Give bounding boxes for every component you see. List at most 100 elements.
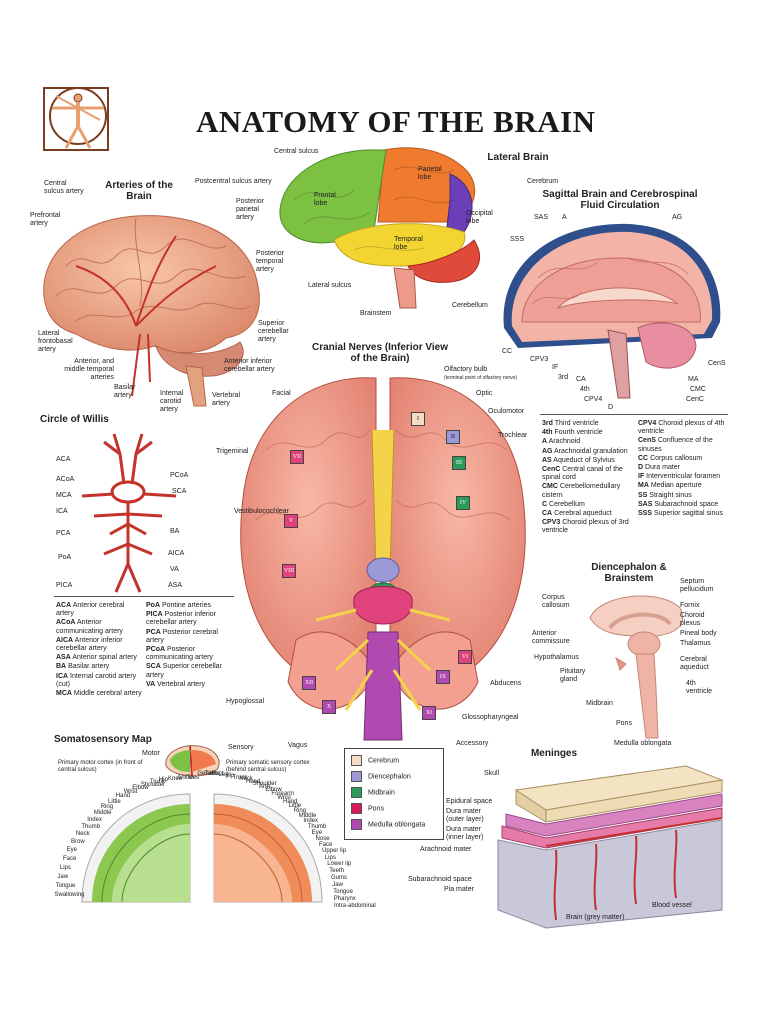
numeral-vi: VI (458, 650, 472, 664)
key-swatch (351, 803, 362, 814)
legend-abbr: D (638, 464, 644, 472)
somato-title: Somatosensory Map (54, 734, 152, 745)
legend-text: Aqueduct of Sylvius (551, 456, 615, 464)
body-part-label: Trunk (232, 774, 248, 781)
diencephalon-title: Diencephalon & Brainstem (591, 562, 667, 584)
label-dura-inner: Dura mater (inner layer) (446, 826, 484, 841)
meninges-title: Meninges (530, 748, 578, 759)
legend-entry: PCoA Posterior communicating artery (146, 646, 236, 662)
body-part-label: Swallowing (54, 891, 85, 898)
legend-abbr: CenS (638, 437, 656, 445)
legend-abbr: SSS (638, 510, 653, 518)
legend-entry: AG Arachnoidal granulation (542, 448, 638, 456)
sagittal-brain-illustration (503, 223, 721, 399)
label-lateral-frontobasal-artery: Lateral frontobasal artery (38, 330, 73, 353)
label-if: IF (552, 364, 559, 371)
numeral-vii: VII (290, 450, 304, 464)
label-accessory: Accessory (456, 740, 489, 747)
legend-text: Median aperture (648, 482, 702, 490)
label-occipital-lobe: Occipital lobe (466, 210, 493, 225)
label-olfactory-note: (terminal point of olfactory nerve) (444, 375, 518, 381)
legend-entry: ACoA Anterior communicating artery (56, 619, 144, 635)
label-optic: Optic (476, 390, 493, 397)
legend-abbr: ICA (56, 672, 69, 680)
key-label: Cerebrum (368, 757, 400, 765)
legend-entry: 4th Fourth ventricle (542, 429, 638, 437)
willis-title: Circle of Willis (40, 414, 109, 425)
label-cpv3: CPV3 (530, 356, 549, 363)
body-part-label: Pharynx (333, 895, 356, 902)
legend-text: Anterior communicating artery (56, 619, 123, 635)
legend-entry: PICA Posterior inferior cerebellar arter… (146, 611, 236, 627)
body-part-label: Toes (186, 775, 200, 782)
legend-abbr: CenC (542, 466, 561, 474)
body-part-label: Tongue (333, 888, 353, 895)
label-oculomotor: Oculomotor (488, 408, 525, 415)
legend-entry: CPV4 Choroid plexus of 4th ventricle (638, 420, 730, 436)
legend-abbr: C (542, 500, 548, 508)
numeral-xii: XII (302, 676, 316, 690)
arteries-title: Arteries of the Brain (105, 180, 173, 202)
legend-abbr: CPV3 (542, 519, 561, 527)
label-lateral-sulcus: Lateral sulcus (308, 282, 352, 289)
legend-abbr: CC (638, 454, 649, 462)
legend-text: Superior cerebellar artery (146, 663, 222, 679)
body-part-label: Elbow (132, 785, 149, 792)
label-ag: AG (672, 214, 683, 221)
label-asa: ASA (168, 582, 183, 589)
legend-entry: PoA Pontine arteries (146, 602, 236, 610)
legend-entry: CA Cerebral aqueduct (542, 510, 638, 518)
body-part-label: Lips (324, 854, 336, 861)
label-pica: PICA (56, 582, 73, 589)
body-part-label: Neck (239, 776, 253, 783)
label-central-sulcus-artery: Central sulcus artery (44, 180, 84, 195)
label-aica: AICA (168, 550, 185, 557)
legend-entry: MCA Middle cerebral artery (56, 690, 144, 698)
key-swatch (351, 787, 362, 798)
body-part-label: Ankle (177, 775, 193, 782)
label-septum-pellucidum: Septum pellucidum (680, 578, 714, 593)
body-part-label: Head (245, 778, 261, 785)
label-poa: PoA (58, 554, 72, 561)
label-basilar-artery: Basilar artery (114, 384, 136, 399)
legend-text: Confluence of the sinuses (638, 437, 713, 453)
label-vestibulocochlear: Vestibulocochlear (234, 508, 289, 515)
body-part-label: Ring (100, 804, 114, 811)
legend-abbr: MA (638, 482, 649, 490)
sagittal-legend-rule (540, 414, 728, 415)
legend-entry: SSS Superior sagittal sinus (638, 510, 730, 518)
body-part-label: Knee (167, 775, 182, 782)
legend-text: Anterior cerebral artery (56, 602, 125, 618)
body-part-label: Teeth (329, 868, 344, 875)
body-part-label: Upper lip (322, 848, 347, 855)
body-part-label: Jaw (57, 873, 69, 880)
legend-abbr: A (542, 438, 548, 446)
sensory-caption: Primary somatic sensory cortex (behind c… (226, 760, 310, 773)
legend-abbr: VA (146, 680, 156, 688)
label-ca: CA (576, 376, 586, 383)
legend-text: Cerebellum (547, 500, 585, 508)
legend-entry: CMC Cerebellomedullary cistern (542, 483, 638, 499)
numeral-iii: III (452, 456, 466, 470)
label-brainstem: Brainstem (360, 310, 392, 317)
legend-entry: CC Corpus callosum (638, 455, 730, 463)
body-part-label: Ring (293, 808, 307, 815)
body-part-label: Lips (59, 864, 71, 871)
label-choroid-plexus: Choroid plexus (680, 612, 705, 627)
body-part-label: Shoulder (252, 781, 277, 788)
legend-text: Straight sinus (647, 491, 692, 499)
label-prefrontal-artery: Prefrontal artery (30, 212, 61, 227)
label-glossopharyngeal: Glossopharyngeal (462, 714, 519, 721)
legend-abbr: AG (542, 447, 553, 455)
legend-entry: ASA Anterior spinal artery (56, 654, 144, 662)
body-part-label: Hand (115, 793, 131, 800)
legend-abbr: PICA (146, 611, 163, 619)
label-anterior-middle-temporal-arteries: Anterior, and middle temporal arteries (64, 358, 114, 381)
label-superior-cerebellar-artery: Superior cerebellar artery (258, 320, 289, 343)
label-pineal-body: Pineal body (680, 630, 717, 637)
legend-text: Anterior inferior cerebellar artery (56, 636, 123, 653)
body-part-label: Thumb (307, 823, 327, 830)
